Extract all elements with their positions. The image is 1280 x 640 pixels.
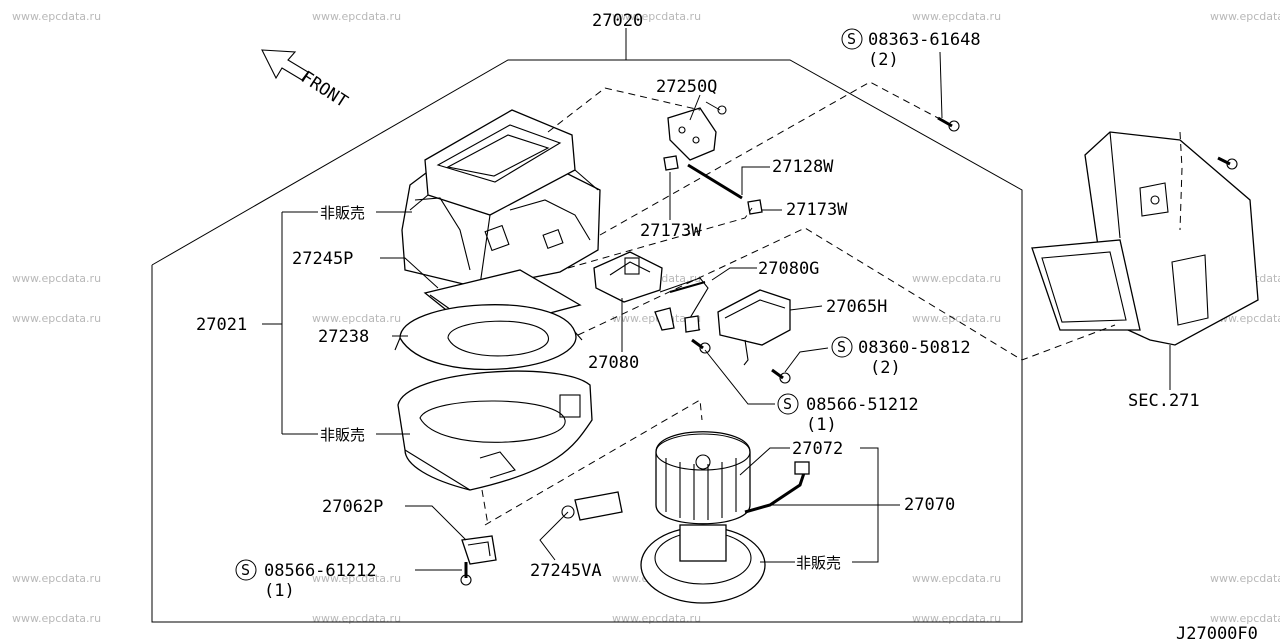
callout-27245p: 27245P xyxy=(292,249,353,269)
front-arrow-icon xyxy=(261,49,309,81)
cover-27065h xyxy=(717,289,791,366)
lower-blower-case xyxy=(397,370,593,491)
not-for-sale-motor: 非販売 xyxy=(796,554,841,572)
callout-27070: 27070 xyxy=(904,495,955,515)
diagram-code: J27000F0 xyxy=(1176,624,1258,640)
callout-leaders xyxy=(262,51,1171,571)
watermark: www.epcdata.ru xyxy=(612,312,701,325)
watermark: www.epcdata.ru xyxy=(1210,10,1280,23)
fastener-part-number: 08566-51212 xyxy=(806,395,919,415)
fastener-callout-2: S 08360-50812 (2) xyxy=(831,336,971,378)
watermark: www.epcdata.ru xyxy=(312,10,401,23)
callout-27238: 27238 xyxy=(318,327,369,347)
callout-27080: 27080 xyxy=(588,353,639,373)
watermark: www.epcdata.ru xyxy=(612,612,701,625)
screw-08566-61212 xyxy=(460,562,472,586)
callout-sec271: SEC.271 xyxy=(1128,391,1200,411)
assembly-boundary xyxy=(151,59,1023,623)
fastener-qty: (1) xyxy=(264,581,295,601)
s-symbol: S xyxy=(241,561,250,579)
s-symbol: S xyxy=(837,338,846,356)
callout-27072: 27072 xyxy=(792,439,843,459)
harness-27072 xyxy=(744,461,810,514)
watermark: www.epcdata.ru xyxy=(12,10,101,23)
blower-motor-27070 xyxy=(640,431,766,604)
callout-27128w: 27128W xyxy=(772,157,834,177)
watermark: www.epcdata.ru xyxy=(1210,612,1280,625)
resistor-27062p xyxy=(461,535,497,565)
callout-27245va: 27245VA xyxy=(530,561,602,581)
actuator-27080 xyxy=(593,251,663,303)
watermark: www.epcdata.ru xyxy=(12,572,101,585)
watermark: www.epcdata.ru xyxy=(612,10,701,23)
s-symbol-icon xyxy=(777,393,799,415)
watermark: www.epcdata.ru xyxy=(12,612,101,625)
watermark: www.epcdata.ru xyxy=(912,272,1001,285)
fastener-callout-3: S 08566-51212 (1) xyxy=(777,393,919,435)
s-symbol-icon xyxy=(831,336,853,358)
watermark: www.epcdata.ru xyxy=(912,312,1001,325)
watermark: www.epcdata.ru xyxy=(312,612,401,625)
s-symbol: S xyxy=(847,30,856,48)
fastener-callout-4: S 08566-61212 (1) xyxy=(235,559,377,601)
bracket-27250q xyxy=(667,101,727,161)
watermark: www.epcdata.ru xyxy=(12,312,101,325)
fastener-part-number: 08360-50812 xyxy=(858,338,971,358)
fastener-part-number: 08363-61648 xyxy=(868,30,981,50)
not-for-sale-lower: 非販売 xyxy=(320,426,365,444)
s-symbol-icon xyxy=(235,559,257,581)
screw-08566-51212 xyxy=(691,338,711,354)
not-for-sale-upper: 非販売 xyxy=(320,204,365,222)
callout-labels: 27020 27250Q 27128W 27173W 27173W 27245P… xyxy=(196,11,1200,581)
linkage-27080g xyxy=(654,277,709,333)
gasket-27238 xyxy=(394,304,583,371)
fastener-qty: (1) xyxy=(806,415,837,435)
watermark: www.epcdata.ru xyxy=(312,572,401,585)
fastener-part-number: 08566-61212 xyxy=(264,561,377,581)
duct-sec271 xyxy=(1031,131,1259,346)
upper-blower-case xyxy=(401,109,601,289)
assembly-dashed-lines xyxy=(481,81,1183,526)
watermark: www.epcdata.ru xyxy=(912,612,1001,625)
fastener-qty: (2) xyxy=(870,358,901,378)
clip-27173w-a xyxy=(663,155,679,171)
callout-27173w-right: 27173W xyxy=(786,200,848,220)
watermark: www.epcdata.ru xyxy=(912,10,1001,23)
callout-27021: 27021 xyxy=(196,315,247,335)
watermark: www.epcdata.ru xyxy=(12,272,101,285)
screw-08360-50812 xyxy=(771,368,791,384)
fastener-callout-1: S 08363-61648 (2) xyxy=(841,28,981,70)
callout-27250q: 27250Q xyxy=(656,77,717,97)
s-symbol-icon xyxy=(841,28,863,50)
watermark: www.epcdata.ru xyxy=(912,572,1001,585)
callout-27020: 27020 xyxy=(592,11,643,31)
rod-27128w xyxy=(687,163,743,200)
bracket-27245va xyxy=(561,491,623,521)
callout-27080g: 27080G xyxy=(758,259,819,279)
callout-27062p: 27062P xyxy=(322,497,383,517)
clip-27173w-b xyxy=(747,199,763,215)
watermark: www.epcdata.ru xyxy=(1210,572,1280,585)
screw-08363-61648 xyxy=(937,116,960,132)
callout-27173w-left: 27173W xyxy=(640,221,702,241)
callout-27065h: 27065H xyxy=(826,297,887,317)
watermark: www.epcdata.ru xyxy=(312,312,401,325)
s-symbol: S xyxy=(783,395,792,413)
fastener-qty: (2) xyxy=(868,50,899,70)
front-label: FRONT xyxy=(297,67,351,112)
screw-sec271 xyxy=(1217,156,1238,170)
